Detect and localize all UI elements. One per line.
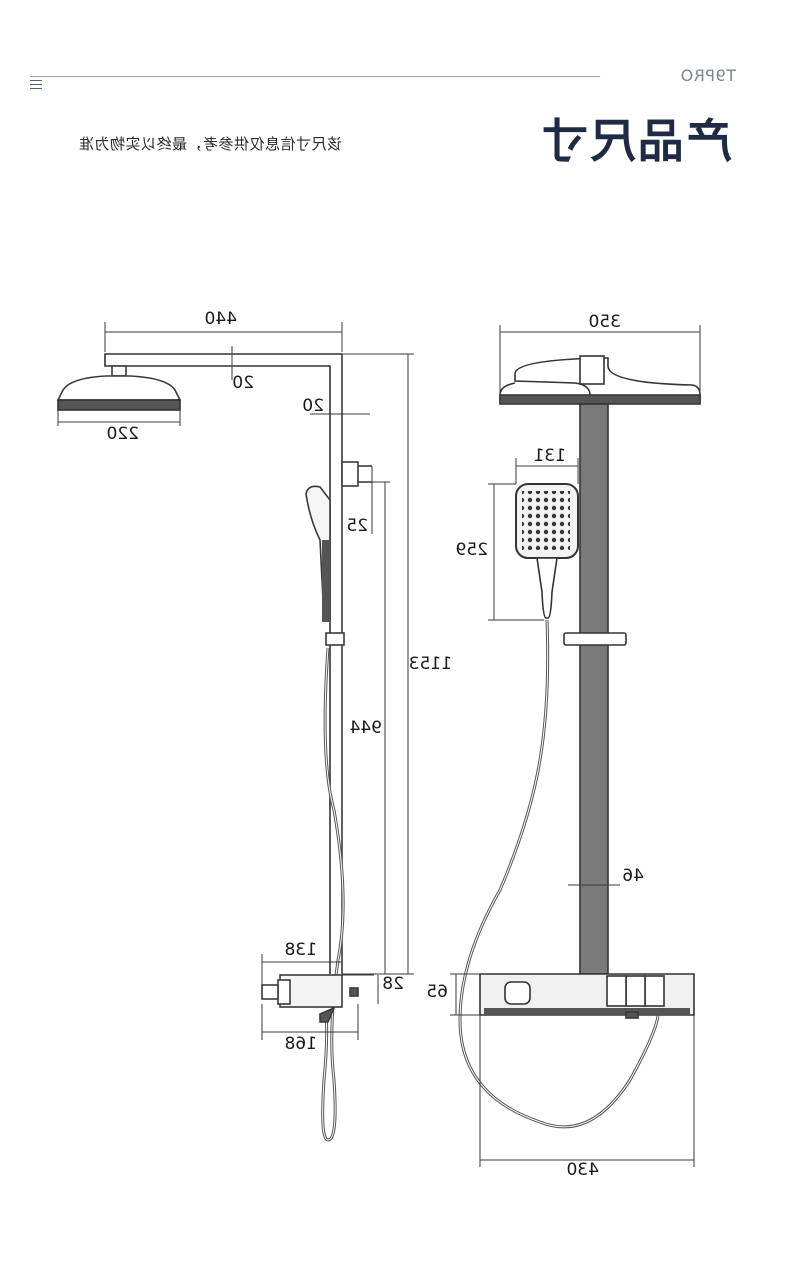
dim-440: 440 (204, 309, 237, 329)
dim-259: 259 (455, 540, 488, 560)
dim-168: 168 (284, 1034, 317, 1054)
dim-28: 28 (382, 974, 404, 994)
front-dimensions (450, 325, 701, 1167)
dim-220: 220 (106, 424, 139, 444)
dim-25: 25 (346, 516, 368, 536)
dim-350: 350 (588, 312, 621, 332)
dim-arm-20: 20 (232, 373, 254, 393)
dim-138: 138 (284, 940, 317, 960)
side-view (56, 353, 372, 1142)
dim-944: 944 (349, 718, 382, 738)
dim-131: 131 (533, 446, 566, 466)
dim-pole-20: 20 (302, 396, 324, 416)
dim-1153: 1153 (408, 654, 452, 674)
dim-430: 430 (566, 1160, 599, 1180)
dim-65: 65 (426, 982, 448, 1002)
side-dimensions (57, 322, 414, 1040)
dim-46: 46 (622, 866, 644, 886)
